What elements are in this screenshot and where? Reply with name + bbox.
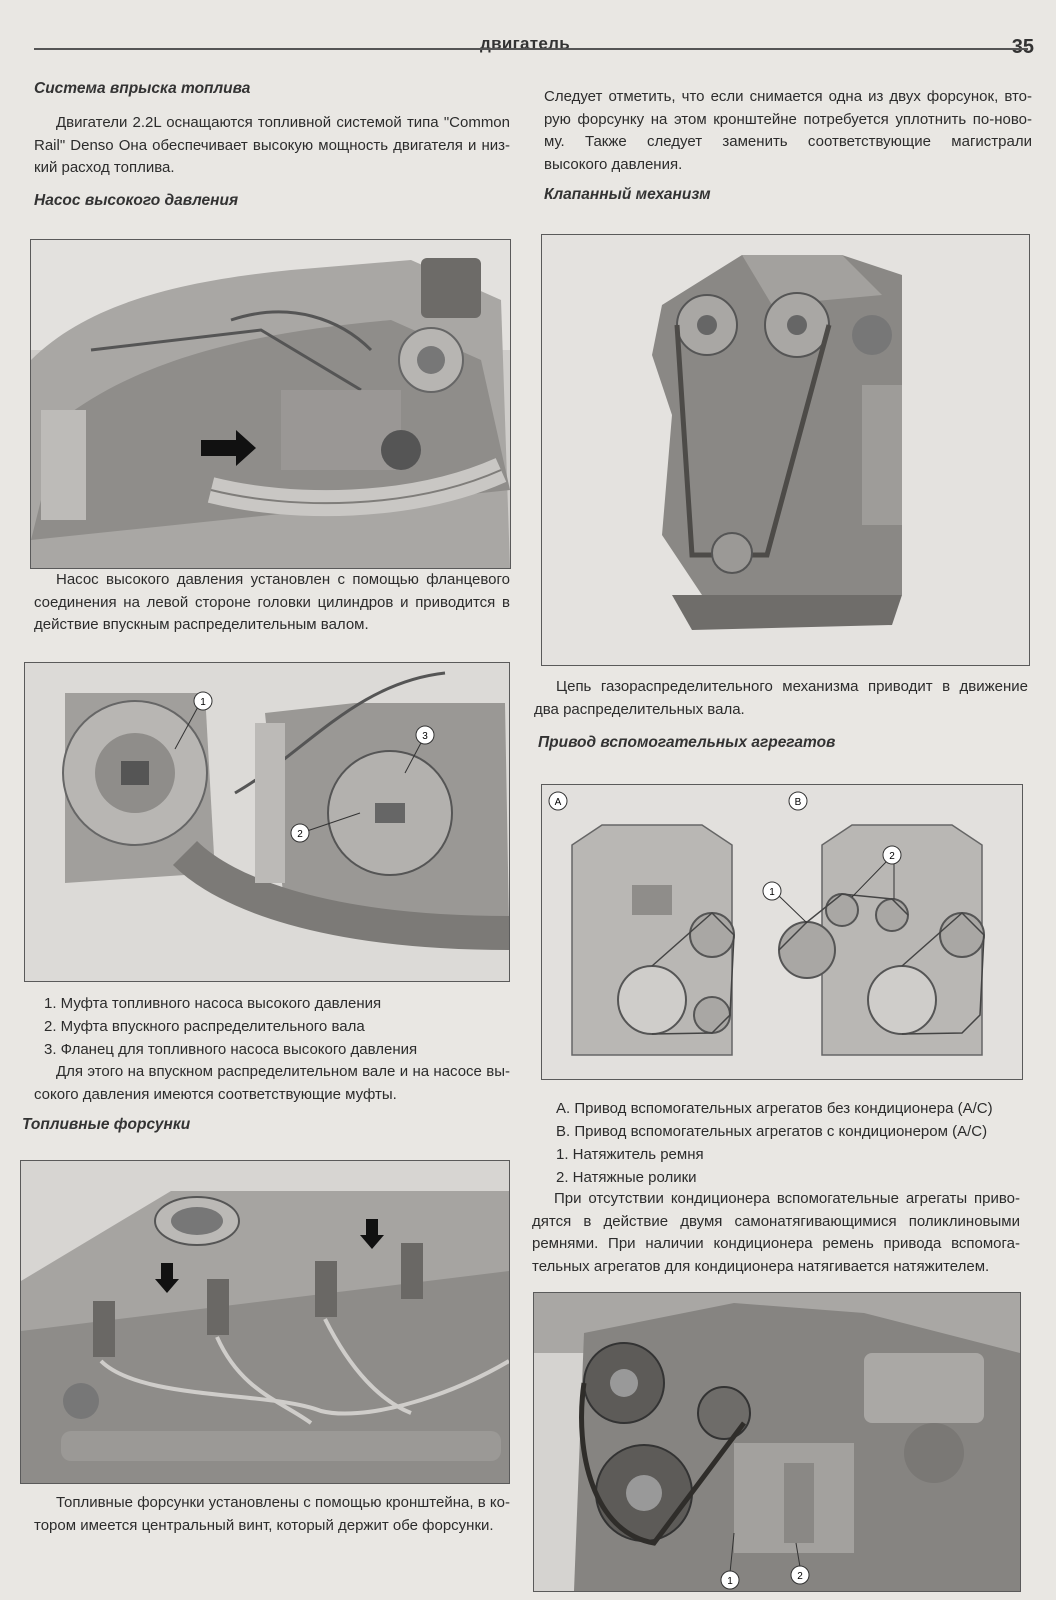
text-line: Следует отметить, что если снимается одн… (544, 88, 1032, 105)
figure-pump-coupling: 1 2 3 (24, 662, 510, 982)
paragraph-valve: Цепь газораспределительного механизма пр… (534, 676, 1028, 721)
text-line: соединения на левой стороне головки цили… (34, 593, 510, 611)
text-line: тором имеется центральный винт, который … (34, 1516, 494, 1534)
heading-fuel-injectors: Топливные форсунки (22, 1116, 191, 1133)
arrow-indicator (360, 1219, 384, 1249)
legend-item: B. Привод вспомогательных агрегатов с ко… (556, 1123, 988, 1140)
panel-label-a: A (555, 797, 562, 808)
paragraph-injector-note: Следует отметить, что если снимается одн… (544, 86, 1032, 176)
callout-1: 1 (200, 697, 206, 708)
paragraph-aux: При отсутствии кондиционера вспомогатель… (532, 1188, 1020, 1278)
text-line: сокого давления имеются соответствующие … (34, 1085, 397, 1103)
paragraph-injectors: Топливные форсунки установлены с помощью… (34, 1492, 510, 1537)
legend-item: 2. Муфта впускного распределительного ва… (44, 1018, 365, 1035)
arrow-indicator (201, 430, 256, 466)
injectors-illustration (21, 1161, 509, 1483)
text-line: действие впускным распределительным вало… (34, 616, 369, 633)
callout-2: 2 (297, 829, 303, 840)
callout-2: 2 (889, 851, 895, 862)
timing-chain-illustration (542, 235, 1029, 665)
figure-fuel-injectors (20, 1160, 510, 1484)
aux-legend: A. Привод вспомогательных агрегатов без … (556, 1097, 993, 1189)
callout-1: 1 (769, 887, 775, 898)
heading-high-pressure-pump: Насос высокого давления (34, 192, 239, 209)
text-line: Цепь газораспределительного механизма пр… (556, 678, 1028, 695)
pump-coupling-illustration: 1 2 3 (25, 663, 509, 981)
paragraph-pump: Насос высокого давления установлен с пом… (34, 569, 510, 637)
legend-item: 1. Муфта топливного насоса высокого давл… (44, 995, 382, 1012)
callout-1: 1 (727, 1576, 733, 1587)
pump-legend: 1. Муфта топливного насоса высокого давл… (44, 992, 417, 1061)
legend-item: A. Привод вспомогательных агрегатов без … (556, 1100, 993, 1117)
text-line: два распределительных вала. (534, 700, 745, 718)
heading-valve-mechanism: Клапанный механизм (544, 186, 711, 203)
page-number: 35 (1011, 36, 1034, 58)
text-line: Для этого на впускном распределительном … (56, 1063, 510, 1080)
text-line: При отсутствии кондиционера вспомогатель… (554, 1190, 1020, 1207)
header-rule (34, 48, 1028, 50)
paragraph-injection-system: Двигатели 2.2L оснащаются топливной сист… (34, 112, 510, 180)
text-line: Двигатели 2.2L оснащаются топливной сист… (56, 114, 510, 131)
text-line: му. Также следует заменить соответствующ… (544, 133, 1032, 150)
heading-aux-drive: Привод вспомогательных агрегатов (538, 734, 836, 751)
running-title: двигатель (480, 34, 570, 53)
legend-item: 3. Фланец для топливного насоса высокого… (44, 1041, 418, 1058)
text-line: Rail" Denso Она обеспечивает высокую мощ… (34, 136, 510, 154)
paragraph-pump-couplings: Для этого на впускном распределительном … (34, 1061, 510, 1106)
panel-label-b: B (795, 797, 802, 808)
belt-drive-illustration: 1 2 (534, 1293, 1020, 1591)
callout-2: 2 (797, 1571, 803, 1582)
arrow-indicator (155, 1263, 179, 1293)
heading-injection-system: Система впрыска топлива (34, 80, 251, 97)
text-line: рую форсунку на этом кронштейне потребуе… (544, 110, 1032, 128)
text-line: высокого давления. (544, 155, 683, 173)
text-line: тельных агрегатов для кондиционера натяг… (532, 1257, 990, 1275)
text-line: Насос высокого давления установлен с пом… (56, 571, 510, 588)
legend-item: 2. Натяжные ролики (556, 1169, 697, 1186)
figure-aux-drive-diagram: A B 1 2 (541, 784, 1023, 1080)
figure-timing-chain (541, 234, 1030, 666)
figure-pump-engine-photo (30, 239, 511, 569)
text-line: дятся в действие двумя самонатягивающими… (532, 1212, 1020, 1230)
callout-3: 3 (422, 731, 428, 742)
legend-item: 1. Натяжитель ремня (556, 1146, 704, 1163)
text-line: ремнями. При наличии кондиционера ремень… (532, 1235, 1020, 1252)
text-line: кий расход топлива. (34, 159, 175, 176)
aux-drive-illustration: A B 1 2 (542, 785, 1022, 1079)
text-line: Топливные форсунки установлены с помощью… (56, 1494, 510, 1511)
engine-photo-illustration (31, 240, 510, 568)
figure-belt-drive-photo: 1 2 (533, 1292, 1021, 1592)
